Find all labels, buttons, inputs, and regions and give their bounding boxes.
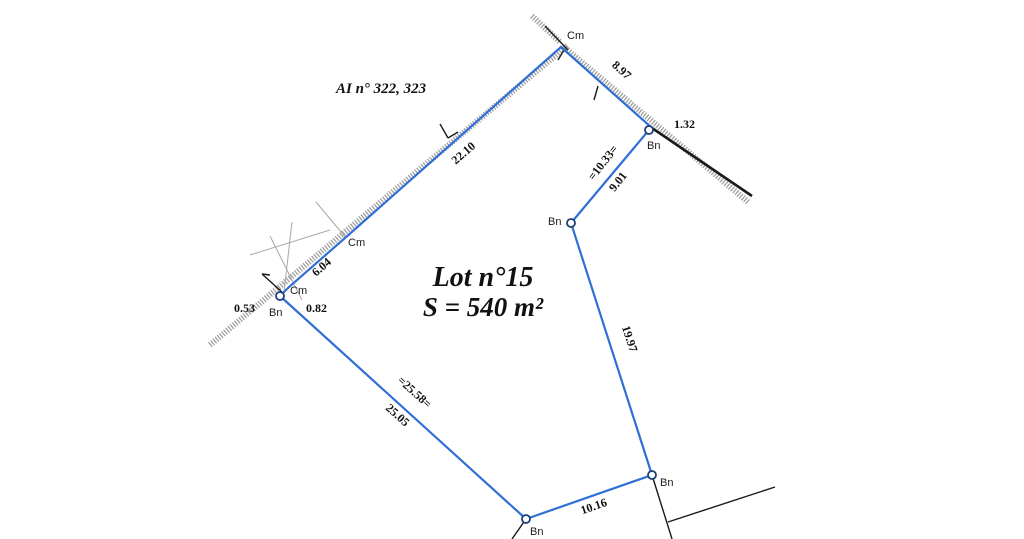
lot-area: S = 540 m² bbox=[423, 292, 544, 322]
marker-bn-left bbox=[275, 291, 285, 301]
limit-right-thick bbox=[651, 126, 753, 198]
limit-bottom-right-2 bbox=[667, 486, 776, 523]
parcel-reference: AI n° 322, 323 bbox=[335, 81, 427, 97]
label-bn-left: Bn bbox=[269, 307, 282, 319]
limit-bottom-right bbox=[651, 474, 673, 539]
label-bn-right: Bn bbox=[660, 477, 673, 489]
label-cm-left: Cm bbox=[290, 285, 307, 297]
tick-upper-left-2 bbox=[447, 131, 459, 139]
marker-bn-inner bbox=[566, 218, 576, 228]
dim-0-53: 0.53 bbox=[234, 301, 255, 315]
boundary-hatch-right bbox=[563, 45, 750, 205]
dim-8-97: 8.97 bbox=[609, 58, 634, 82]
marker-bn-topright bbox=[644, 125, 654, 135]
dim-9-01: 9.01 bbox=[606, 169, 630, 194]
marker-bn-right bbox=[647, 470, 657, 480]
tick-upper-left bbox=[439, 123, 449, 139]
dim-0-82: 0.82 bbox=[306, 301, 327, 315]
construction-line-4 bbox=[269, 235, 303, 301]
construction-line-2 bbox=[283, 221, 293, 293]
dim-1-32: 1.32 bbox=[674, 117, 695, 131]
construction-line-1 bbox=[315, 201, 347, 239]
arrow-left-corner bbox=[261, 273, 283, 293]
label-bn-bottom: Bn bbox=[530, 526, 543, 538]
dim-19-97: 19.97 bbox=[619, 324, 641, 354]
dim-6-04: 6.04 bbox=[309, 255, 334, 279]
lot-boundary-top bbox=[279, 45, 653, 297]
label-bn-inner: Bn bbox=[548, 216, 561, 228]
marker-bn-bottom bbox=[521, 514, 531, 524]
tick-top-right bbox=[593, 85, 599, 101]
arrow-left-corner-head bbox=[261, 273, 271, 276]
lot-title: Lot n°15 bbox=[432, 262, 534, 293]
limit-top-segment bbox=[544, 25, 569, 51]
label-cm-top: Cm bbox=[567, 30, 584, 42]
label-bn-topright: Bn bbox=[647, 140, 660, 152]
tick-top-left bbox=[557, 49, 565, 61]
dim-25-05: 25.05 bbox=[383, 401, 412, 429]
label-cm-mid: Cm bbox=[348, 237, 365, 249]
lot-boundary-bottom bbox=[279, 129, 654, 521]
construction-line-3 bbox=[249, 229, 331, 256]
